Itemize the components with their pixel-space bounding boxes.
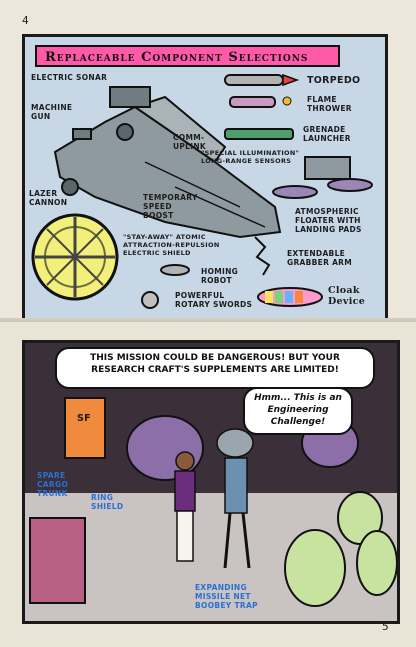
- right-page: This mission could be dangerous! But you…: [0, 322, 416, 647]
- flame-thrower-drawing: [229, 96, 292, 108]
- rotary-swords-drawing: [141, 291, 159, 309]
- label-special-sensors: "Special Illumination" Long-Range Sensor…: [201, 149, 300, 165]
- research-craft-drawing: [53, 86, 282, 239]
- components-illustration: [31, 73, 373, 309]
- speech-bubble-mission: This mission could be dangerous! But you…: [55, 347, 375, 389]
- grabber-arm-drawing: [254, 236, 271, 276]
- speech-bubble-robot: Hmm... This is an Engineering Challenge!: [243, 387, 353, 435]
- label-missile-net: Expanding Missile Net Boobey Trap: [195, 583, 258, 610]
- label-flame-thrower: Flame Thrower: [307, 95, 352, 113]
- atmospheric-floater-drawing: [272, 156, 373, 199]
- label-machine-gun: Machine Gun: [31, 103, 73, 121]
- label-homing-robot: Homing Robot: [201, 267, 239, 285]
- door-sign: SF: [77, 413, 91, 424]
- label-atmospheric-floater: Atmospheric Floater with Landing Pads: [295, 207, 362, 234]
- torpedo-drawing: [224, 73, 300, 87]
- label-grenade-launcher: Grenade Launcher: [303, 125, 351, 143]
- label-electric-sonar: Electric Sonar: [31, 73, 108, 82]
- label-cloak-device: Cloak Device: [328, 285, 366, 307]
- boy-character-drawing: [174, 451, 196, 562]
- cloak-device-drawing: [257, 287, 323, 307]
- panel-mission: This mission could be dangerous! But you…: [22, 340, 400, 624]
- page-number-bottom: 5: [382, 620, 389, 633]
- label-spare-cargo-trunk: Spare Cargo Trunk: [37, 471, 69, 498]
- panel-title: Replaceable Component Selections: [35, 45, 340, 67]
- label-lazer-cannon: Lazer Cannon: [29, 189, 68, 207]
- missile-net-drawing: [284, 491, 397, 607]
- label-grabber-arm: Extendable Grabber Arm: [287, 249, 353, 267]
- label-temporary-speed-boost: Temporary Speed Boost: [143, 193, 198, 220]
- robot-character-drawing: [216, 428, 254, 569]
- homing-robot-drawing: [160, 264, 190, 276]
- label-ring-shield: Ring Shield: [91, 493, 124, 511]
- electric-shield-drawing: [31, 213, 119, 301]
- label-electric-shield: "Stay-Away" Atomic Attraction-Repulsion …: [123, 233, 220, 257]
- left-page: 4: [0, 0, 416, 322]
- label-rotary-swords: Powerful Rotary Swords: [175, 291, 253, 309]
- label-torpedo: Torpedo: [307, 75, 361, 86]
- page-number-top: 4: [22, 14, 29, 27]
- label-comm-uplink: Comm-Uplink: [173, 133, 207, 151]
- panel-components: Replaceable Component Selections Electri…: [22, 34, 388, 321]
- grenade-launcher-drawing: [224, 128, 294, 140]
